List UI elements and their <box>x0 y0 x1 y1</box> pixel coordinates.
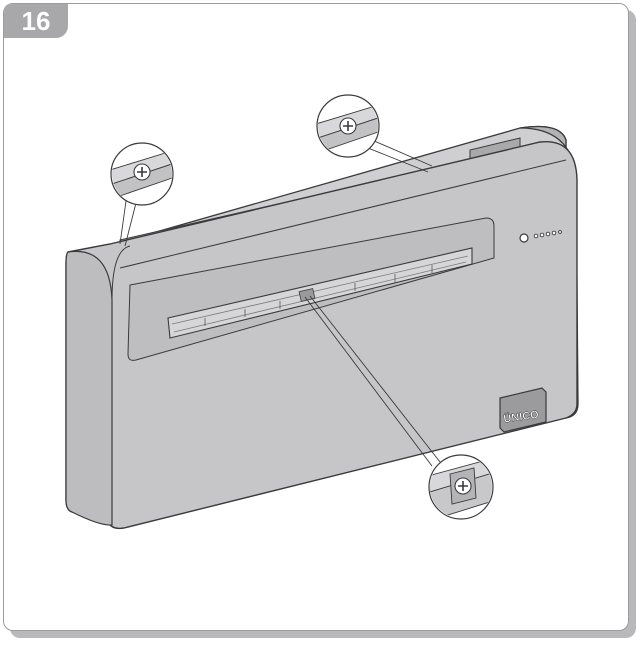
unico-logo: ÜNICO <box>499 387 547 433</box>
status-indicator-lights <box>519 230 562 243</box>
center-screw-detail <box>428 454 494 520</box>
logo-text: ÜNICO <box>503 408 540 426</box>
figure-number-badge: 16 <box>4 4 68 38</box>
top-left-screw-detail <box>110 142 174 206</box>
top-right-screw-detail <box>316 94 380 158</box>
callout-leader-lines <box>119 139 441 467</box>
air-outlet-recess <box>127 217 495 361</box>
center-screw-mark <box>298 288 316 302</box>
